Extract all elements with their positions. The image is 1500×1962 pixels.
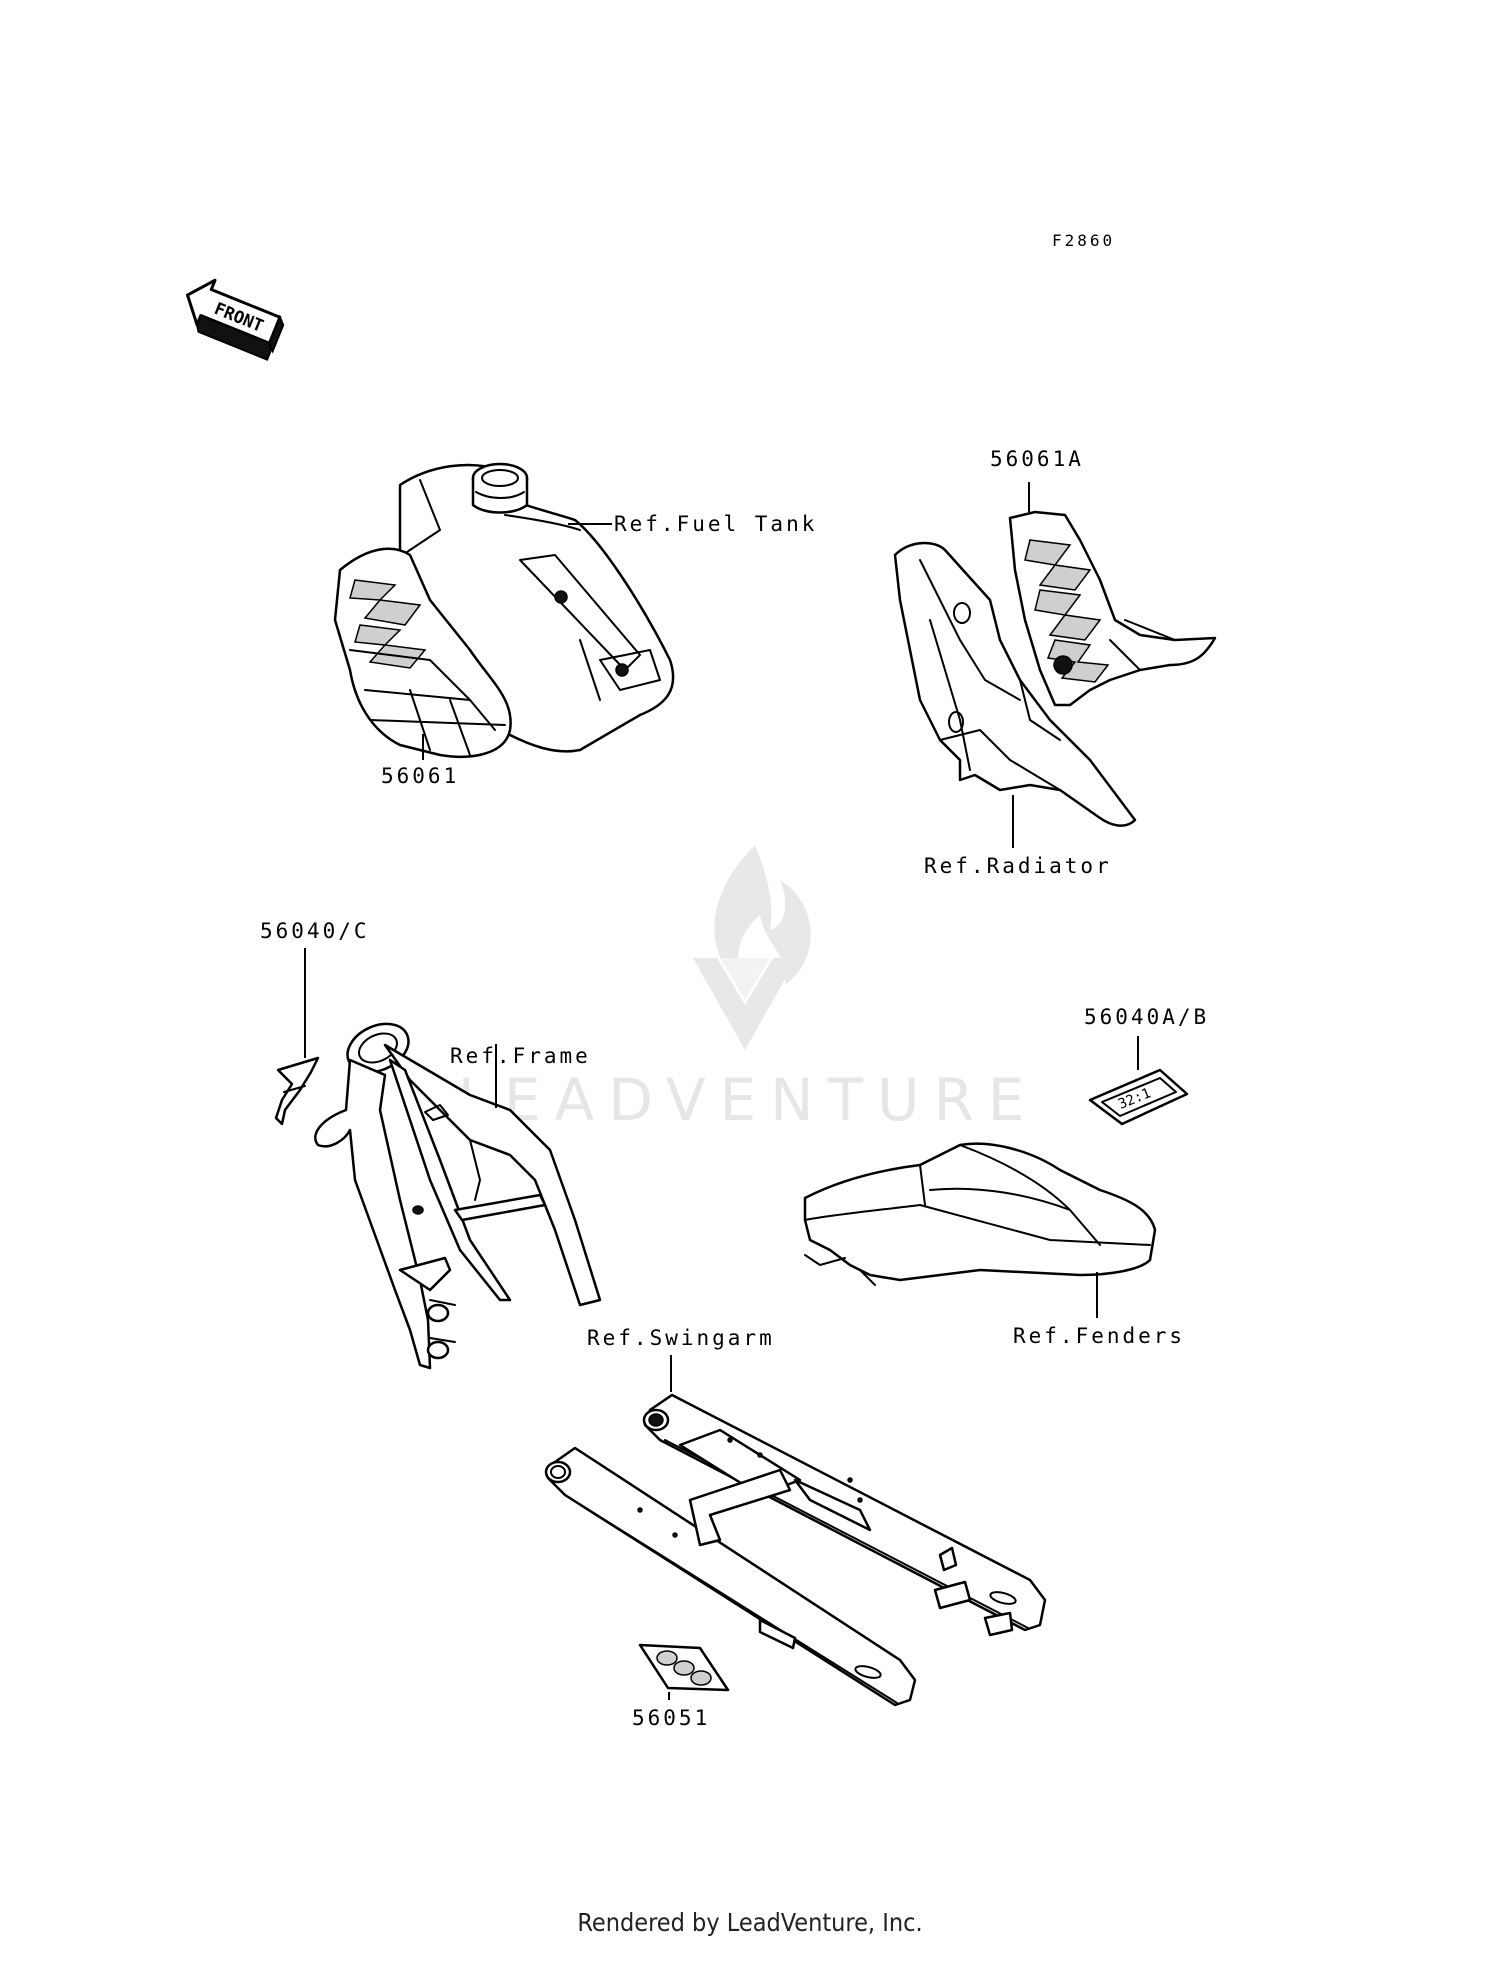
- label-ref-frame: Ref.Frame: [450, 1044, 591, 1068]
- label-ref-fuel-tank: Ref.Fuel Tank: [614, 512, 817, 536]
- front-arrow-icon: FRONT: [185, 278, 285, 361]
- fender-decal-56040AB: 32:1: [1088, 1068, 1189, 1126]
- leadventure-watermark: LEADVENTURE: [458, 845, 1039, 1134]
- radiator-shroud: [893, 541, 1137, 827]
- rear-fender: [803, 1142, 1157, 1286]
- footer-credit: Rendered by LeadVenture, Inc.: [577, 1908, 923, 1937]
- watermark-text: LEADVENTURE: [458, 1066, 1039, 1134]
- label-56051: 56051: [632, 1706, 710, 1730]
- swingarm-decal-56051: [638, 1643, 730, 1692]
- label-ref-radiator: Ref.Radiator: [924, 854, 1112, 878]
- shroud-decal-56061A: [1008, 510, 1217, 707]
- tank-decal-56061: [333, 547, 512, 758]
- figure-code: F2860: [1052, 231, 1115, 250]
- label-56061: 56061: [381, 764, 459, 788]
- frame: [314, 1022, 602, 1370]
- label-56040C: 56040/C: [260, 919, 370, 943]
- label-56061A: 56061A: [990, 447, 1084, 471]
- swingarm: [544, 1393, 1047, 1707]
- label-ref-swingarm: Ref.Swingarm: [587, 1326, 775, 1350]
- label-56040AB: 56040A/B: [1084, 1005, 1209, 1029]
- leader-lines: [304, 482, 1139, 1700]
- leadventure-flame-logo-icon: [693, 845, 811, 1050]
- frame-decal-56040C: [274, 1056, 320, 1126]
- label-ref-fenders: Ref.Fenders: [1013, 1324, 1185, 1348]
